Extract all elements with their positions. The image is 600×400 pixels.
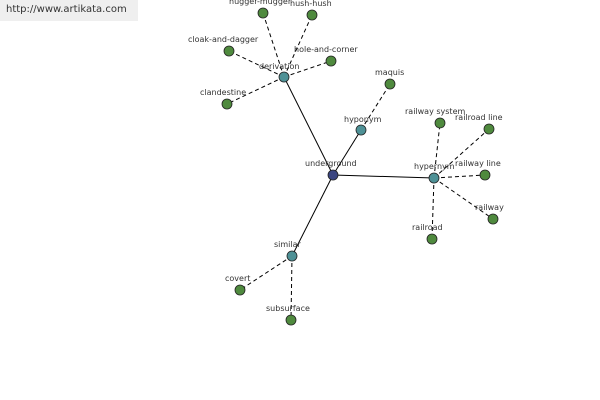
word-label-cloak-and-dagger: cloak-and-dagger [188, 35, 259, 44]
word-node-railway[interactable] [487, 213, 499, 225]
word-node-cloak-and-dagger[interactable] [223, 45, 235, 57]
edge-hypernym-railroad [431, 177, 435, 240]
edge-derivation-cloak-and-dagger [228, 50, 285, 78]
word-label-hush-hush: hush-hush [290, 0, 332, 8]
edge-layer [226, 12, 494, 321]
node-layer [221, 7, 499, 326]
relation-label-hypernym: hypernym [414, 162, 455, 171]
word-node-maquis[interactable] [384, 78, 396, 90]
edge-similar-covert [239, 255, 293, 291]
edge-underground-derivation [283, 76, 334, 176]
word-node-railway-line[interactable] [479, 169, 491, 181]
word-node-railroad[interactable] [426, 233, 438, 245]
word-label-hole-and-corner: hole-and-corner [294, 45, 358, 54]
edge-underground-hypernym [332, 174, 435, 179]
center-node-underground[interactable] [327, 169, 339, 181]
word-label-railway: railway [475, 203, 504, 212]
word-node-clandestine[interactable] [221, 98, 233, 110]
relation-label-derivation: derivation [259, 62, 299, 71]
word-node-railway-system[interactable] [434, 117, 446, 129]
edge-derivation-hugger-mugger [262, 12, 285, 78]
site-url-link[interactable]: http://www.artikata.com [0, 0, 138, 21]
word-label-railway-line: railway line [455, 159, 501, 168]
edge-derivation-clandestine [226, 76, 285, 105]
word-label-covert: covert [225, 274, 250, 283]
relation-node-hyponym[interactable] [355, 124, 367, 136]
word-label-railway-system: railway system [405, 107, 465, 116]
edge-underground-similar [291, 174, 334, 257]
word-label-subsurface: subsurface [266, 304, 310, 313]
relation-node-hypernym[interactable] [428, 172, 440, 184]
relation-node-derivation[interactable] [278, 71, 290, 83]
word-node-covert[interactable] [234, 284, 246, 296]
relation-label-hyponym: hyponym [344, 115, 382, 124]
edge-hyponym-maquis [360, 83, 391, 131]
edge-similar-subsurface [290, 255, 293, 321]
edge-underground-hyponym [332, 129, 362, 176]
edge-derivation-hush-hush [283, 14, 313, 78]
edge-derivation-hole-and-corner [283, 60, 332, 78]
relation-label-similar: similar [274, 240, 302, 249]
edge-hypernym-railroad-line [433, 128, 490, 179]
word-label-maquis: maquis [375, 68, 404, 77]
word-label-railroad-line: railroad line [455, 113, 503, 122]
relation-node-similar[interactable] [286, 250, 298, 262]
word-node-hush-hush[interactable] [306, 9, 318, 21]
edge-hypernym-railway-line [433, 174, 486, 179]
word-label-hugger-mugger: hugger-mugger [229, 0, 292, 6]
edge-hypernym-railway [433, 177, 494, 220]
word-label-clandestine: clandestine [200, 88, 246, 97]
word-node-railroad-line[interactable] [483, 123, 495, 135]
edge-hypernym-railway-system [433, 122, 441, 179]
word-node-subsurface[interactable] [285, 314, 297, 326]
center-label-underground: underground [305, 159, 357, 168]
word-label-railroad: railroad [412, 223, 443, 232]
word-node-hole-and-corner[interactable] [325, 55, 337, 67]
word-node-hugger-mugger[interactable] [257, 7, 269, 19]
